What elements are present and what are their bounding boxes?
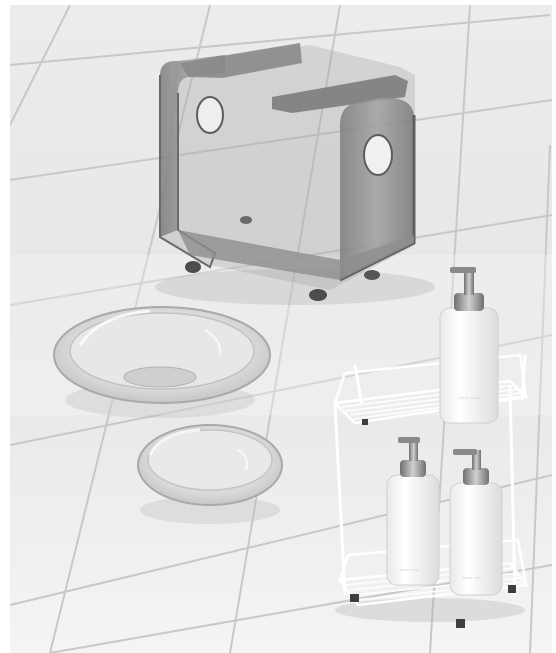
right-handle-hole — [363, 134, 393, 176]
acrylic-stool — [155, 43, 435, 305]
pump-bottle-right: ~~~ ~~ — [449, 449, 503, 596]
tiled-floor-scene: ~~~ ~~~ ~~~ ~~ ~~~ ~~ — [10, 5, 552, 653]
large-soap-dish — [53, 306, 271, 418]
small-soap-dish — [137, 424, 283, 524]
svg-text:~~~ ~~: ~~~ ~~ — [462, 576, 482, 582]
svg-text:~~~ ~~: ~~~ ~~ — [399, 568, 419, 574]
pump-bottle-left: ~~~ ~~ — [386, 437, 440, 586]
product-photo: ~~~ ~~~ ~~~ ~~ ~~~ ~~ — [10, 5, 552, 653]
pump-bottle-tall: ~~~ ~~~ — [439, 267, 499, 424]
svg-text:~~~ ~~~: ~~~ ~~~ — [458, 396, 481, 402]
left-handle-hole — [196, 96, 224, 134]
